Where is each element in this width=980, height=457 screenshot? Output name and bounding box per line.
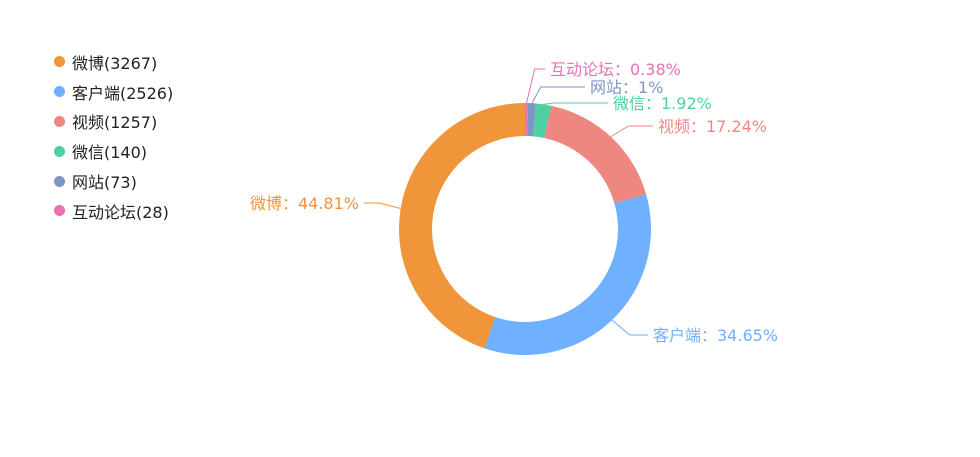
legend-item[interactable]: 客户端(2526) — [54, 77, 173, 107]
legend-label: 网站(73) — [72, 173, 137, 193]
label-leader-line — [611, 319, 648, 336]
legend-label: 视频(1257) — [72, 113, 158, 133]
slice-label: 互动论坛：0.38% — [550, 60, 681, 79]
legend-label: 客户端(2526) — [72, 83, 174, 103]
slice-label: 微博：44.81% — [250, 194, 359, 213]
label-leader-line — [531, 86, 585, 104]
pie-slice[interactable] — [399, 103, 525, 349]
legend-item[interactable]: 网站(73) — [54, 166, 173, 196]
label-leader-line — [364, 202, 401, 210]
legend-marker — [54, 145, 65, 157]
legend-marker — [54, 86, 65, 98]
label-leader-line — [526, 68, 545, 104]
legend-marker — [54, 175, 65, 187]
pie-slice[interactable] — [527, 103, 536, 137]
legend-label: 微博(3267) — [72, 53, 158, 73]
label-leader-line — [543, 102, 608, 105]
slice-label: 微信：1.92% — [613, 94, 712, 113]
slice-label: 客户端：34.65% — [653, 326, 778, 345]
legend-item[interactable]: 互动论坛(28) — [54, 196, 173, 226]
pie-slice[interactable] — [533, 103, 551, 138]
slice-label: 网站：1% — [590, 78, 663, 97]
legend-item[interactable]: 微信(140) — [54, 136, 173, 166]
pie-slice[interactable] — [484, 194, 651, 355]
legend-item[interactable]: 视频(1257) — [54, 107, 173, 137]
label-leader-line — [610, 125, 653, 138]
legend-marker — [54, 56, 65, 68]
legend-marker — [54, 205, 65, 217]
chart-legend: 微博(3267) 客户端(2526) 视频(1257) 微信(140) 网站(73) 互动… — [54, 47, 173, 226]
legend-item[interactable]: 微博(3267) — [54, 47, 173, 77]
legend-label: 微信(140) — [72, 143, 148, 163]
legend-label: 互动论坛(28) — [72, 202, 169, 222]
legend-marker — [54, 115, 65, 127]
slice-label: 视频：17.24% — [658, 117, 767, 136]
pie-slice[interactable] — [525, 103, 529, 137]
pie-slice[interactable] — [544, 105, 647, 204]
